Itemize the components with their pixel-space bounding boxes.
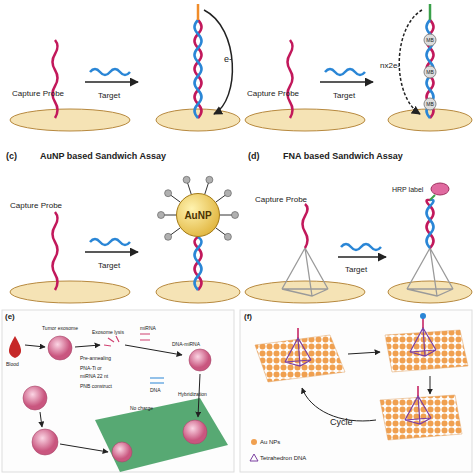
sensor-plane (95, 398, 228, 472)
helix-strand (427, 200, 434, 248)
blood-drop (9, 336, 21, 358)
step-label: DNA-miRNA (172, 342, 200, 347)
capture-probe (53, 212, 58, 290)
panel-letter: (e) (5, 313, 15, 321)
panel-letter: (c) (6, 152, 17, 161)
legend-entry: Au NPs (260, 439, 280, 445)
target-strand (341, 244, 381, 250)
step-label: Pre-annealing (80, 356, 111, 361)
reaction-arrow (338, 256, 386, 258)
legend-entry: Tetrahedron DNA (260, 455, 306, 461)
reaction-arrow (85, 251, 138, 253)
legend-sample (250, 454, 258, 461)
electrode (245, 281, 365, 303)
part-label: Target (345, 266, 367, 274)
helix-strand (195, 20, 202, 118)
target-strand (325, 69, 365, 75)
step-label: DNA (150, 388, 161, 393)
probe-strand (298, 318, 423, 396)
part-label: HRP label (392, 186, 423, 193)
panel-letter: (d) (248, 152, 260, 161)
cycle-arrow (302, 352, 430, 421)
electrode (156, 109, 240, 131)
capture-probe (288, 40, 293, 118)
redox-label-text: MB (426, 38, 434, 43)
helix-strand (195, 237, 202, 290)
signal-tag (420, 313, 426, 319)
helix-strand (195, 237, 202, 290)
panel-frame (240, 310, 472, 472)
detection-probe (430, 195, 435, 200)
helix-strand (195, 20, 202, 118)
step-label: miRNA (140, 326, 156, 331)
dna-tetrahedron (285, 328, 436, 424)
panel-title: AuNP based Sandwich Assay (40, 152, 166, 161)
legend-sample (251, 439, 257, 445)
redox-label-text: MB (426, 102, 434, 107)
electrode (10, 281, 130, 303)
reaction-arrow (320, 81, 373, 83)
step-label: miRNA 22 nt (80, 374, 108, 379)
legend-text: Au NPs (260, 439, 280, 445)
nanoparticle-array (380, 395, 462, 440)
redox-label-text: MB (426, 70, 434, 75)
electrode (388, 281, 472, 303)
step-label: Exosome lysis (92, 330, 124, 335)
electrode (156, 281, 240, 303)
electron-label: e- (224, 55, 232, 64)
panel-letter: (f) (244, 313, 252, 321)
redox-label (424, 98, 436, 110)
electron-arrow (399, 10, 422, 114)
legend-text: Tetrahedron DNA (260, 455, 306, 461)
capture-probe (53, 40, 58, 118)
mirna-strand (104, 334, 150, 346)
hrp-label (431, 183, 449, 195)
node-label: AuNP (184, 210, 211, 221)
step-label: PNA-Ti or (80, 366, 102, 371)
nanoparticle-circle: AuNP (176, 193, 220, 237)
electrode (245, 109, 365, 131)
step-label: No charge (130, 406, 153, 411)
dna-strand (150, 378, 164, 383)
part-label: Target (98, 92, 120, 100)
strand-end (197, 4, 200, 20)
part-label: Capture Probe (10, 202, 62, 210)
electron-label: nx2e- (380, 62, 400, 70)
step-label: Blood (6, 362, 19, 367)
reaction-arrow (85, 81, 138, 83)
step-label: Tumor exosome (42, 326, 78, 331)
redox-tag (158, 176, 239, 240)
part-label: Capture Probe (12, 90, 64, 98)
exosome (23, 336, 211, 462)
step-label: PNB construct (80, 384, 112, 389)
redox-label (424, 34, 436, 46)
panel-frame (2, 310, 234, 472)
panel-title: FNA based Sandwich Assay (283, 152, 403, 161)
redox-label (424, 66, 436, 78)
cycle-label: Cycle (330, 418, 353, 427)
part-label: Capture Probe (247, 90, 299, 98)
part-label: Target (98, 262, 120, 270)
electrode (10, 109, 130, 131)
capture-probe (303, 204, 308, 248)
part-label: Capture Probe (255, 196, 307, 204)
nanoparticle-array (255, 335, 345, 382)
part-label: Target (333, 92, 355, 100)
strand-end (429, 4, 432, 20)
target-strand (90, 69, 130, 75)
dna-tetrahedron (407, 248, 453, 296)
electron-arrow (204, 10, 232, 114)
step-label: Hybridization (178, 392, 207, 397)
helix-strand (427, 200, 434, 248)
dna-tetrahedron (282, 248, 328, 296)
process-arrow (25, 345, 200, 452)
electrode (388, 109, 472, 131)
target-strand (90, 239, 130, 245)
